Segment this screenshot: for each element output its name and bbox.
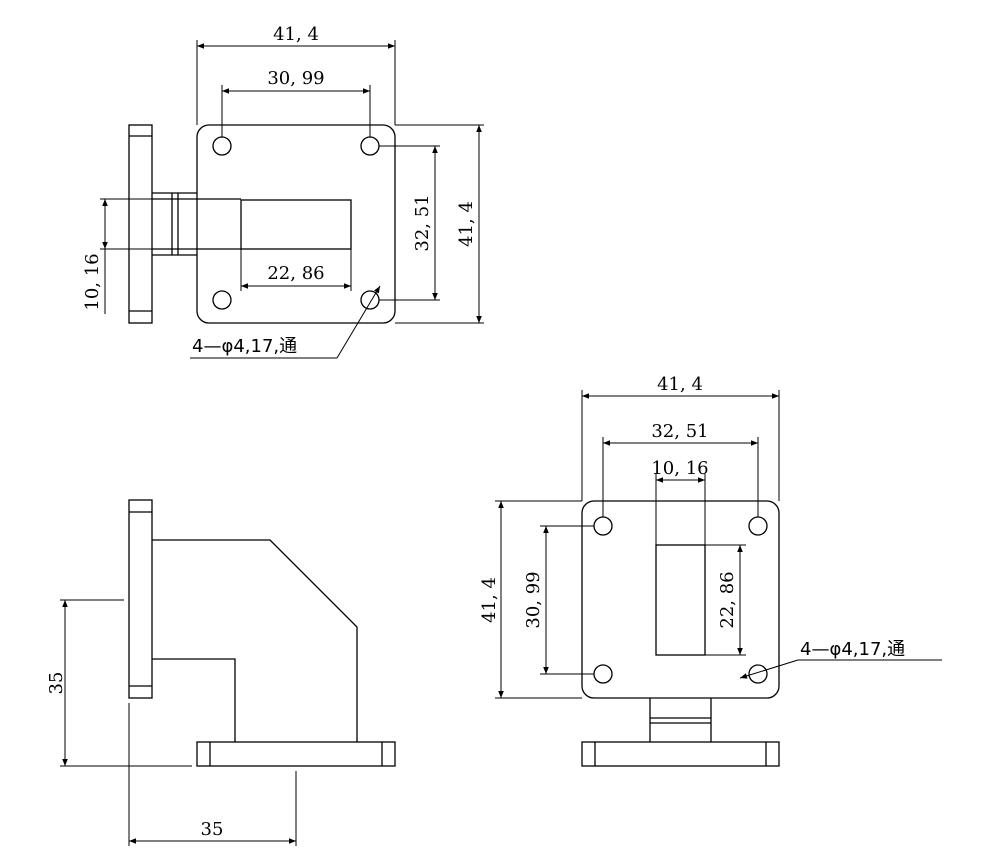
front-dim-hole-spacing-x: 32, 51 bbox=[651, 421, 708, 442]
front-bolt-hole-bl bbox=[593, 664, 613, 684]
top-bolt-hole-br bbox=[360, 290, 380, 310]
front-dim-overall-height: 41, 4 bbox=[479, 577, 500, 623]
top-dim-overall-width: 41, 4 bbox=[273, 24, 319, 45]
top-dim-opening-width: 22, 86 bbox=[267, 263, 324, 284]
top-hole-note: 4—φ4,17,通 bbox=[192, 336, 297, 357]
front-dim-opening-height: 22, 86 bbox=[717, 571, 738, 628]
front-dim-hole-spacing-y: 30, 99 bbox=[523, 571, 544, 628]
top-view: 41, 4 30, 99 32, 51 41, 4 22, 86 10, 16 … bbox=[82, 24, 484, 359]
top-dim-hole-spacing-x: 30, 99 bbox=[267, 68, 324, 89]
front-bolt-hole-tl bbox=[593, 516, 613, 536]
top-dim-overall-height: 41, 4 bbox=[456, 201, 477, 247]
front-waveguide-opening bbox=[655, 544, 706, 656]
front-note-leader bbox=[739, 659, 799, 679]
side-elbow-inner bbox=[152, 658, 236, 742]
front-flange-plate bbox=[581, 500, 780, 699]
top-waveguide-opening bbox=[240, 199, 352, 250]
top-flange-plate bbox=[196, 124, 396, 324]
side-dim-width: 35 bbox=[201, 819, 224, 840]
top-note-leader bbox=[336, 285, 381, 359]
front-bolt-hole-br bbox=[748, 664, 768, 684]
front-bottom-flange bbox=[581, 741, 780, 767]
top-side-flange bbox=[128, 124, 153, 324]
front-bolt-hole-tr bbox=[748, 516, 768, 536]
side-dim-height: 35 bbox=[46, 672, 67, 695]
front-dim-overall-width: 41, 4 bbox=[657, 374, 703, 395]
top-dim-hole-spacing-y: 32, 51 bbox=[412, 194, 433, 251]
top-bolt-hole-bl bbox=[212, 290, 232, 310]
side-left-flange bbox=[128, 499, 153, 699]
side-elbow-body bbox=[152, 539, 358, 742]
front-dim-opening-width: 10, 16 bbox=[651, 458, 708, 479]
top-bolt-hole-tr bbox=[360, 136, 380, 156]
top-bolt-hole-tl bbox=[212, 136, 232, 156]
top-dim-opening-height: 10, 16 bbox=[82, 253, 103, 310]
side-view: 35 35 bbox=[46, 499, 396, 846]
front-view: 41, 4 32, 51 10, 16 41, 4 30, 99 22, 86 … bbox=[479, 374, 942, 767]
side-bottom-flange bbox=[196, 741, 396, 767]
front-hole-note: 4—φ4,17,通 bbox=[800, 639, 905, 660]
